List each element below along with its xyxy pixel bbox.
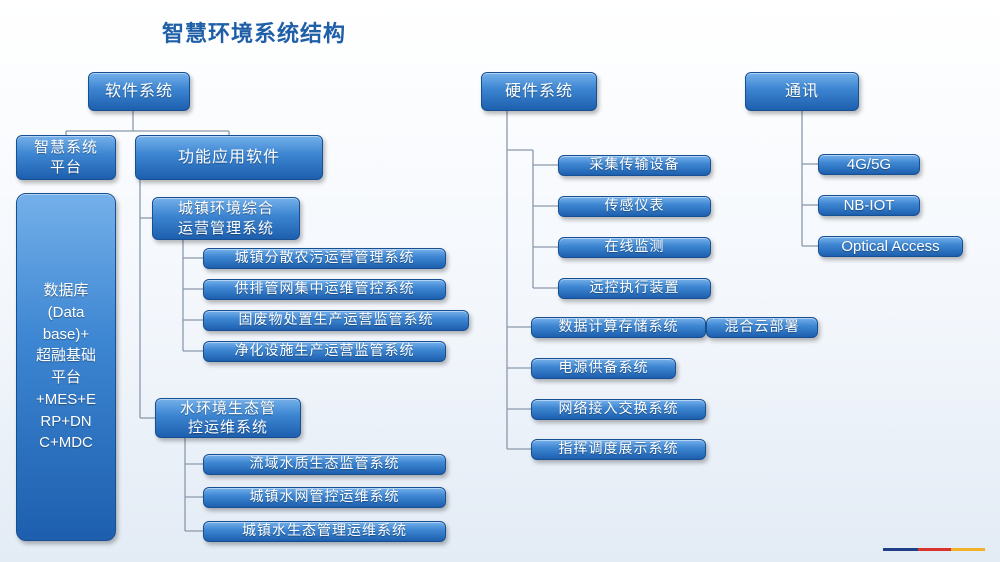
water-item-3-label: 城镇水生态管理运维系统 bbox=[242, 523, 407, 540]
urban-item-solid-waste: 固废物处置生产运营监管系统 bbox=[203, 310, 469, 331]
urban-env-ops-line-1: 城镇环境综合 bbox=[177, 199, 274, 217]
urban-env-ops-box: 城镇环境综合 运营管理系统 bbox=[152, 197, 300, 240]
urban-item-purification: 净化设施生产运营监管系统 bbox=[203, 341, 446, 362]
urban-item-pipe-network: 供排管网集中运维管控系统 bbox=[203, 279, 446, 300]
hw-cloud-label: 混合云部署 bbox=[724, 319, 800, 336]
comm-box: 通讯 bbox=[745, 72, 859, 111]
footer-accent-navy bbox=[883, 548, 918, 551]
software-system-label: 软件系统 bbox=[104, 81, 173, 101]
page-title: 智慧环境系统结构 bbox=[162, 22, 347, 47]
database-line-2: (Data bbox=[47, 303, 85, 321]
hw-item-4-label: 远控执行装置 bbox=[589, 280, 680, 297]
comm-item-3-label: Optical Access bbox=[841, 237, 940, 255]
urban-env-ops-line-2: 运营管理系统 bbox=[177, 218, 274, 237]
hw-item-command-display: 指挥调度展示系统 bbox=[531, 439, 706, 460]
smart-platform-line-1: 智慧系统 bbox=[33, 138, 98, 156]
function-apps-label: 功能应用软件 bbox=[177, 147, 280, 167]
database-line-1: 数据库 bbox=[43, 281, 89, 299]
smart-platform-box: 智慧系统 平台 bbox=[16, 135, 116, 180]
comm-item-nbiot: NB-IOT bbox=[818, 195, 920, 216]
comm-item-2-label: NB-IOT bbox=[843, 196, 895, 214]
hardware-system-box: 硬件系统 bbox=[481, 72, 597, 111]
database-line-8: C+MDC bbox=[39, 434, 93, 452]
database-box: 数据库 (Data base)+ 超融基础 平台 +MES+E RP+DN C+… bbox=[16, 193, 116, 541]
water-ecology-line-2: 控运维系统 bbox=[187, 418, 268, 436]
hw-item-power-supply: 电源供备系统 bbox=[531, 358, 676, 379]
database-line-4: 超融基础 bbox=[35, 346, 96, 365]
hw-item-1-label: 采集传输设备 bbox=[589, 157, 680, 174]
water-item-2-label: 城镇水网管控运维系统 bbox=[249, 489, 400, 506]
hw-item-remote-actuators: 远控执行装置 bbox=[558, 278, 711, 299]
water-item-basin-quality: 流域水质生态监管系统 bbox=[203, 454, 446, 475]
footer-accent-yellow bbox=[951, 548, 985, 551]
hw-item-online-monitoring: 在线监测 bbox=[558, 237, 711, 258]
hw-item-3-label: 在线监测 bbox=[604, 239, 665, 256]
database-line-6: +MES+E bbox=[35, 390, 97, 408]
hw-item-7-label: 网络接入交换系统 bbox=[558, 401, 679, 418]
water-item-1-label: 流域水质生态监管系统 bbox=[249, 456, 400, 473]
comm-label: 通讯 bbox=[784, 81, 819, 101]
hw-item-network-switch: 网络接入交换系统 bbox=[531, 399, 706, 420]
urban-item-4-label: 净化设施生产运营监管系统 bbox=[234, 343, 415, 360]
urban-item-1-label: 城镇分散农污运营管理系统 bbox=[234, 250, 415, 267]
urban-item-2-label: 供排管网集中运维管控系统 bbox=[234, 281, 415, 298]
hw-item-2-label: 传感仪表 bbox=[604, 198, 665, 215]
hw-item-5-label: 数据计算存储系统 bbox=[558, 319, 679, 336]
function-apps-box: 功能应用软件 bbox=[135, 135, 323, 180]
hardware-system-label: 硬件系统 bbox=[504, 81, 573, 101]
water-ecology-box: 水环境生态管 控运维系统 bbox=[155, 398, 301, 438]
software-system-box: 软件系统 bbox=[88, 72, 190, 111]
water-item-urban-network: 城镇水网管控运维系统 bbox=[203, 487, 446, 508]
hw-item-6-label: 电源供备系统 bbox=[558, 360, 649, 377]
water-ecology-line-1: 水环境生态管 bbox=[179, 398, 276, 417]
smart-platform-line-2: 平台 bbox=[49, 157, 82, 176]
database-line-5: 平台 bbox=[50, 368, 81, 386]
database-line-3: base)+ bbox=[42, 325, 90, 343]
hw-item-hybrid-cloud: 混合云部署 bbox=[706, 317, 818, 338]
hw-item-8-label: 指挥调度展示系统 bbox=[558, 441, 679, 458]
comm-item-1-label: 4G/5G bbox=[846, 155, 892, 173]
comm-item-optical: Optical Access bbox=[818, 236, 963, 257]
urban-item-3-label: 固废物处置生产运营监管系统 bbox=[238, 312, 434, 329]
footer-accent-red bbox=[918, 548, 951, 551]
urban-item-rural-sewage: 城镇分散农污运营管理系统 bbox=[203, 248, 446, 269]
comm-item-4g5g: 4G/5G bbox=[818, 154, 920, 175]
hw-item-sensors: 传感仪表 bbox=[558, 196, 711, 217]
database-line-7: RP+DN bbox=[40, 412, 92, 430]
hw-item-acquisition: 采集传输设备 bbox=[558, 155, 711, 176]
water-item-urban-ecology: 城镇水生态管理运维系统 bbox=[203, 521, 446, 542]
hw-item-compute-storage: 数据计算存储系统 bbox=[531, 317, 706, 338]
